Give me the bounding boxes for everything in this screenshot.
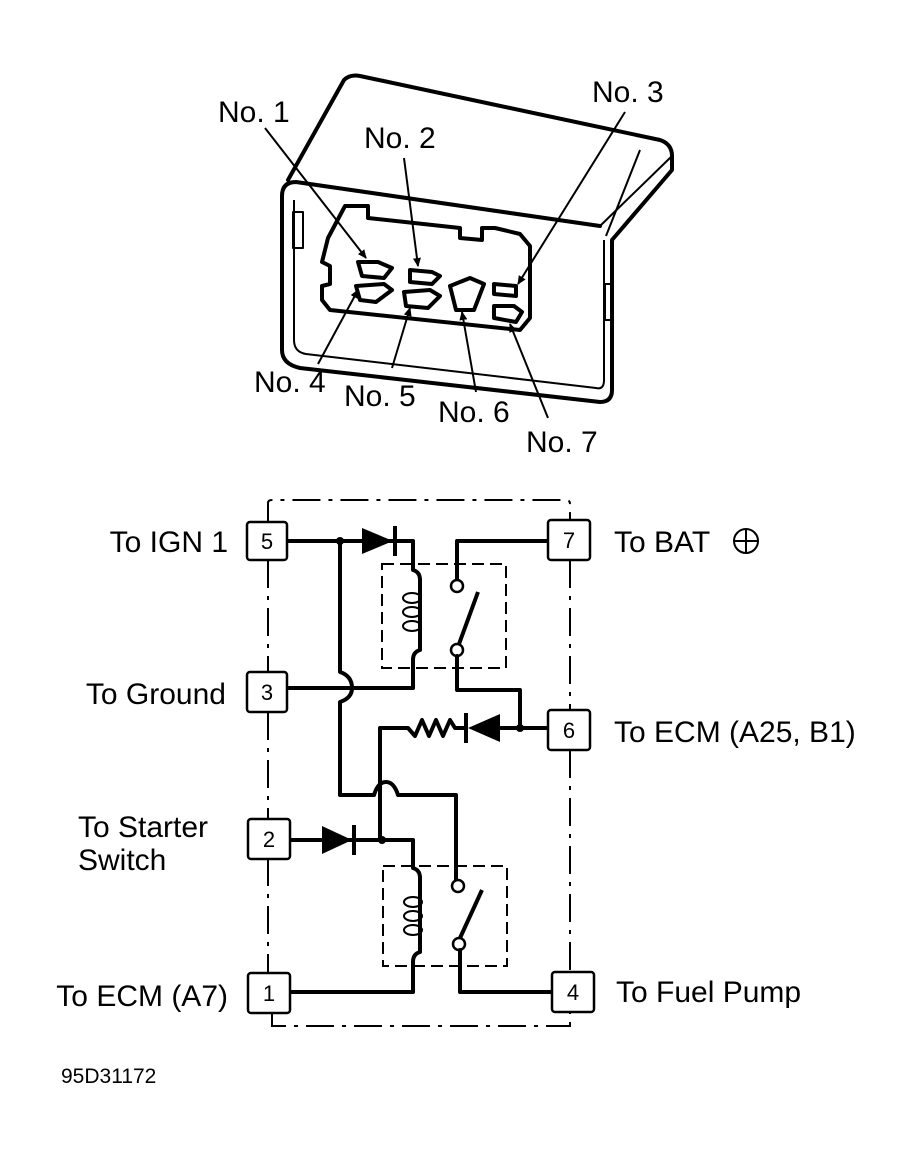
pin-2-number: 2 bbox=[263, 827, 275, 852]
leader-arrow-7 bbox=[509, 323, 549, 419]
pin-3-number: 3 bbox=[261, 680, 273, 705]
terminal-7 bbox=[492, 304, 524, 324]
housing-inner-face bbox=[293, 200, 605, 390]
pin-7-number: 7 bbox=[563, 528, 575, 553]
terminal-label-1: No. 1 bbox=[218, 96, 290, 129]
label-bat: To BAT bbox=[614, 526, 710, 559]
junction-dot-1 bbox=[336, 537, 344, 545]
label-ign1: To IGN 1 bbox=[110, 526, 228, 559]
pin-3: 3 bbox=[245, 670, 289, 714]
contact-lower-top bbox=[450, 878, 466, 894]
pin-1: 1 bbox=[246, 971, 292, 1015]
label-starter-line2: Switch bbox=[78, 844, 166, 877]
label-ecm-a7: To ECM (A7) bbox=[56, 980, 228, 1013]
side-tab-right bbox=[604, 283, 612, 321]
terminal-label-6: No. 6 bbox=[438, 396, 510, 429]
pin-4-number: 4 bbox=[567, 980, 579, 1005]
relay-lower-box bbox=[382, 865, 508, 967]
ign-feed-wire bbox=[338, 539, 376, 797]
terminal-label-2: No. 2 bbox=[364, 122, 436, 155]
terminal-5 bbox=[402, 288, 442, 310]
leader-arrow-5 bbox=[391, 307, 412, 369]
coil-lower-icon bbox=[403, 896, 423, 936]
fuel-pump-wire bbox=[458, 948, 554, 994]
terminal-label-4: No. 4 bbox=[254, 366, 326, 399]
pin-7: 7 bbox=[546, 518, 592, 562]
housing-edge-2 bbox=[605, 149, 641, 237]
pin-5-number: 5 bbox=[261, 529, 273, 554]
leader-arrow-4 bbox=[317, 289, 359, 365]
terminal-6 bbox=[448, 276, 486, 312]
connector-cavity bbox=[320, 204, 532, 332]
label-ground: To Ground bbox=[86, 678, 226, 711]
coil-upper-icon bbox=[402, 592, 422, 632]
leader-arrow-6 bbox=[459, 311, 477, 393]
bat-wire bbox=[455, 539, 550, 586]
side-tab-left bbox=[292, 211, 304, 249]
label-ecm-a25-b1: To ECM (A25, B1) bbox=[614, 716, 856, 749]
switch-arm-upper bbox=[457, 591, 480, 645]
terminal-4 bbox=[354, 282, 394, 304]
relay-upper-box bbox=[381, 563, 507, 669]
terminal-label-7: No. 7 bbox=[526, 426, 598, 459]
terminal-label-3: No. 3 bbox=[592, 76, 664, 109]
housing-outline bbox=[280, 73, 674, 404]
pin-6: 6 bbox=[546, 708, 592, 752]
lower-switch-feed-wire bbox=[372, 780, 458, 882]
label-fuel-pump: To Fuel Pump bbox=[616, 976, 801, 1009]
enclosure-top bbox=[267, 499, 571, 525]
terminal-1 bbox=[356, 260, 394, 280]
label-starter-line1: To Starter bbox=[78, 811, 208, 844]
terminal-label-5: No. 5 bbox=[344, 380, 416, 413]
diode-upper-icon bbox=[362, 528, 393, 554]
leader-arrow-1 bbox=[264, 127, 367, 259]
pin-1-number: 1 bbox=[263, 981, 275, 1006]
terminal-2 bbox=[408, 268, 442, 286]
contact-lower-bottom bbox=[451, 936, 467, 952]
figure-id: 95D31172 bbox=[61, 1065, 156, 1088]
diode-middle-icon bbox=[468, 714, 500, 742]
relay-schematic: 5 3 2 1 7 6 4 To IGN 1 To Ground To Sta bbox=[56, 499, 856, 1027]
pin-4: 4 bbox=[550, 970, 596, 1014]
diode-lower-icon bbox=[322, 826, 352, 854]
pin-6-number: 6 bbox=[563, 718, 575, 743]
housing-edge bbox=[599, 155, 673, 227]
upper-switch-output-wire bbox=[455, 654, 550, 730]
switch-arm-lower bbox=[458, 889, 484, 939]
lower-coil-circuit bbox=[288, 838, 422, 994]
resistor-icon bbox=[378, 718, 468, 840]
terminal-3 bbox=[492, 282, 518, 298]
leader-arrow-3 bbox=[517, 111, 626, 285]
pin-5: 5 bbox=[245, 520, 289, 562]
relay-connector-illustration: No. 1 No. 2 No. 3 No. 4 No. 5 No. 6 No. … bbox=[218, 73, 674, 459]
pin-2: 2 bbox=[246, 817, 292, 861]
contact-upper-top bbox=[449, 578, 465, 594]
junction-dot-3 bbox=[378, 836, 386, 844]
enclosure-bottom bbox=[271, 1012, 571, 1027]
battery-positive-icon bbox=[733, 528, 759, 554]
leader-arrow-2 bbox=[403, 157, 421, 267]
